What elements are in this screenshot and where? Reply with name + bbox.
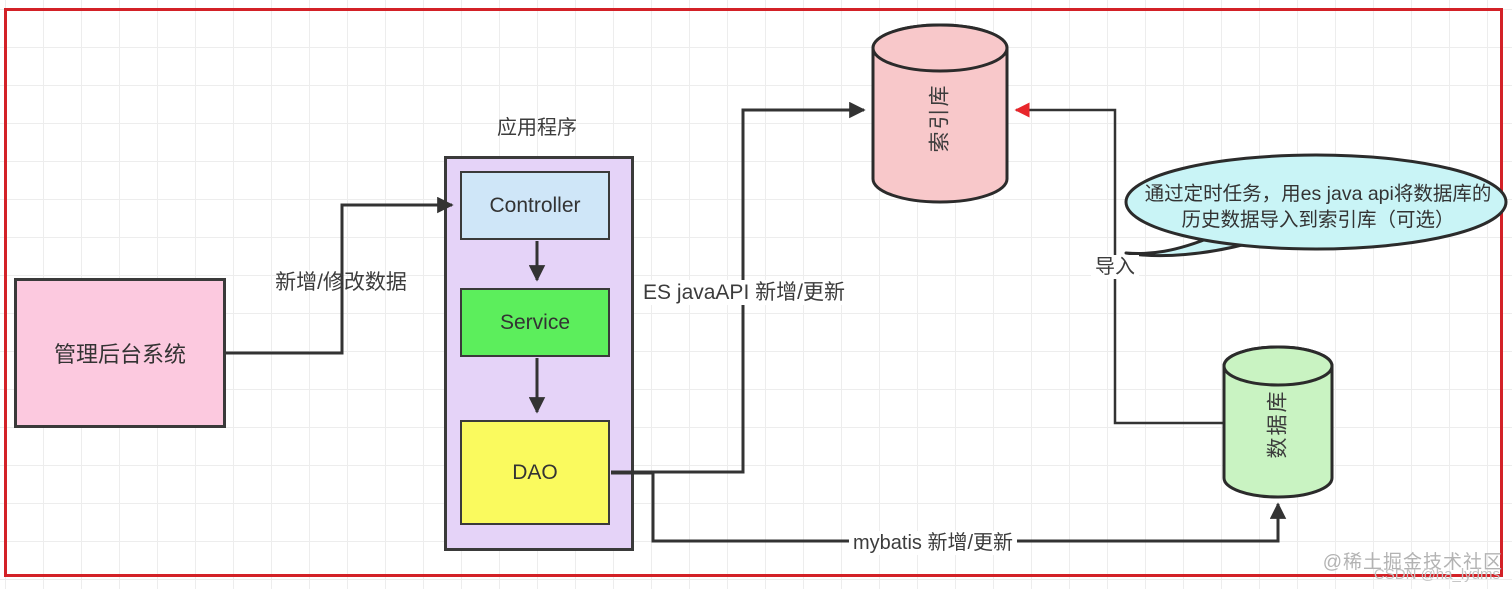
callout-text-line2: 历史数据导入到索引库（可选） bbox=[1181, 209, 1454, 231]
controller-label: Controller bbox=[489, 193, 581, 217]
label-import: 导入 bbox=[1091, 255, 1139, 279]
database-label: 数据库 bbox=[1267, 390, 1290, 459]
controller-node: Controller bbox=[460, 171, 610, 240]
service-label: Service bbox=[499, 310, 571, 334]
service-node: Service bbox=[460, 288, 610, 357]
index-db-cylinder: 索引库 bbox=[871, 23, 1009, 204]
admin-system-label: 管理后台系统 bbox=[53, 342, 186, 367]
label-mybatis: mybatis 新增/更新 bbox=[848, 531, 1018, 555]
label-es-javaapi: ES javaAPI 新增/更新 bbox=[639, 280, 849, 306]
callout-tail bbox=[1124, 234, 1248, 258]
callout-text-line1: 通过定时任务，用es java api将数据库的 bbox=[1145, 183, 1492, 205]
index-db-label: 索引库 bbox=[929, 84, 952, 153]
admin-system-node: 管理后台系统 bbox=[14, 278, 226, 428]
app-container-label: 应用程序 bbox=[497, 117, 577, 139]
database-cylinder: 数据库 bbox=[1222, 345, 1334, 499]
callout-bubble: 通过定时任务，用es java api将数据库的 历史数据导入到索引库（可选） bbox=[1124, 153, 1508, 258]
dao-label: DAO bbox=[512, 460, 558, 484]
dao-node: DAO bbox=[460, 420, 610, 525]
watermark-csdn: CSDN @ha_lydms bbox=[1373, 566, 1500, 583]
label-add-modify-data: 新增/修改数据 bbox=[275, 271, 407, 294]
watermark-juejin: @稀土掘金技术社区 bbox=[1322, 552, 1503, 573]
